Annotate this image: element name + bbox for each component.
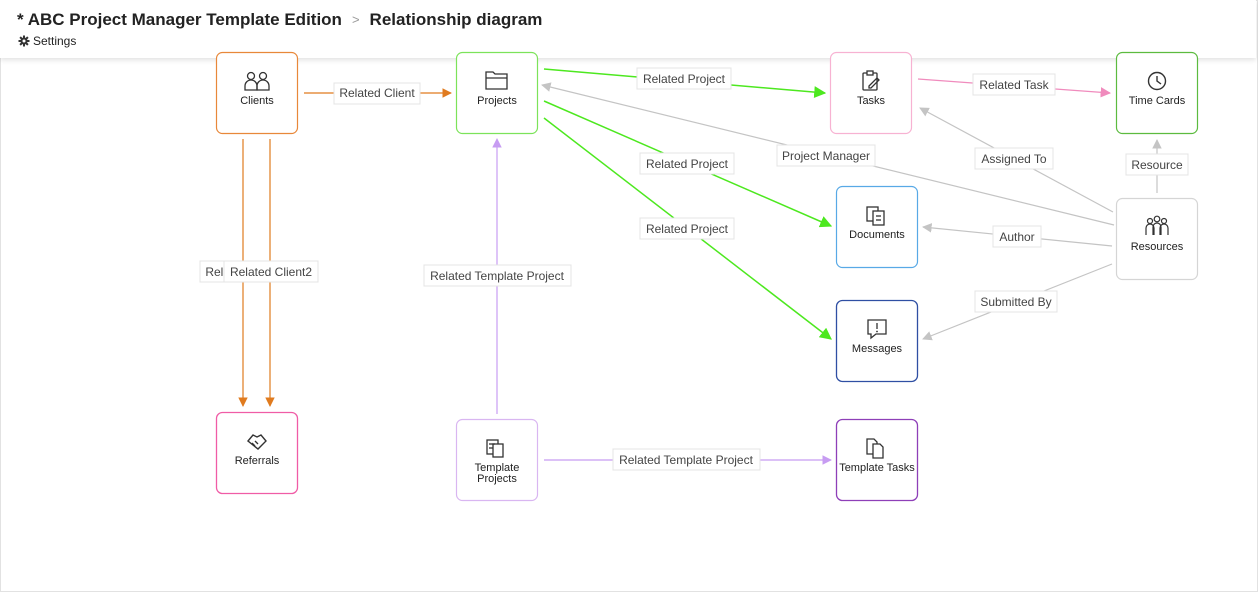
node-label: Tasks — [857, 95, 886, 107]
node-label: Clients — [240, 95, 274, 107]
node-label: Messages — [852, 343, 903, 355]
node-timecards[interactable]: Time Cards — [1115, 51, 1199, 135]
group-icon — [1145, 215, 1169, 235]
handshake-icon — [247, 434, 267, 450]
edge-resources-projects[interactable]: Project Manager — [541, 82, 1115, 226]
edge-resources-messages[interactable]: Submitted By — [922, 263, 1113, 341]
edge-label: Related Client — [339, 86, 415, 100]
people-icon — [244, 71, 270, 91]
edge-label: Resource — [1131, 158, 1183, 172]
edge-label: Related Client2 — [230, 265, 312, 279]
message-alert-icon — [867, 319, 887, 340]
edge-label: Related Project — [646, 157, 729, 171]
folder-icon — [485, 71, 508, 90]
node-label: Referrals — [235, 455, 280, 467]
documents-icon — [866, 206, 885, 226]
clipboard-edit-icon — [862, 70, 880, 91]
node-label: Template Tasks — [839, 462, 915, 474]
node-messages[interactable]: Messages — [835, 299, 919, 383]
page-header: * ABC Project Manager Template Edition > R… — [0, 0, 1256, 58]
edge-label-group-referrals: Related Client Related Client2 — [199, 260, 319, 283]
template-documents-icon — [486, 439, 504, 458]
edge-label: Related Template Project — [619, 453, 754, 467]
edge-tasks-timecards[interactable]: Related Task — [917, 73, 1112, 98]
node-referrals[interactable]: Referrals — [215, 411, 299, 495]
edge-projects-documents[interactable]: Related Project — [543, 100, 833, 228]
node-label: Projects — [477, 95, 517, 107]
edge-label: Related Task — [979, 78, 1049, 92]
edge-projects-messages[interactable]: Related Project — [543, 117, 832, 340]
node-label: Time Cards — [1129, 95, 1186, 107]
settings-label: Settings — [33, 34, 77, 48]
edge-label: Author — [999, 230, 1034, 244]
template-tasks-icon — [866, 438, 884, 459]
edge-label: Related Template Project — [430, 269, 565, 283]
node-label: Resources — [1131, 241, 1184, 253]
edge-templateprojects-templatetasks[interactable]: Related Template Project — [544, 448, 832, 471]
node-template-tasks[interactable]: Template Tasks — [835, 418, 919, 502]
edge-label: Related Project — [646, 222, 729, 236]
edge-resources-timecards[interactable]: Resource — [1125, 139, 1189, 193]
gear-icon — [18, 35, 30, 47]
node-clients[interactable]: Clients — [215, 51, 299, 135]
node-documents[interactable]: Documents — [835, 185, 919, 269]
edge-label: Related Project — [643, 72, 726, 86]
edge-label: Assigned To — [981, 152, 1046, 166]
edge-clients-projects[interactable]: Related Client — [304, 82, 452, 105]
edge-resources-documents[interactable]: Author — [922, 223, 1113, 248]
page-title: Relationship diagram — [369, 10, 543, 29]
node-projects[interactable]: Projects — [455, 51, 539, 135]
settings-link[interactable]: Settings — [18, 34, 76, 48]
node-label: Documents — [849, 229, 905, 241]
breadcrumb: * ABC Project Manager Template Edition > R… — [17, 10, 542, 30]
edge-label: Submitted By — [980, 295, 1051, 309]
edge-templateprojects-projects[interactable]: Related Template Project — [423, 138, 572, 414]
breadcrumb-separator: > — [351, 12, 360, 27]
node-resources[interactable]: Resources — [1115, 197, 1199, 281]
edge-resources-tasks[interactable]: Assigned To — [919, 107, 1114, 213]
app-title[interactable]: * ABC Project Manager Template Edition — [17, 10, 342, 29]
clock-icon — [1147, 71, 1167, 91]
edge-label: Project Manager — [782, 149, 870, 163]
edge-projects-tasks[interactable]: Related Project — [543, 67, 827, 99]
node-tasks[interactable]: Tasks — [829, 51, 913, 135]
